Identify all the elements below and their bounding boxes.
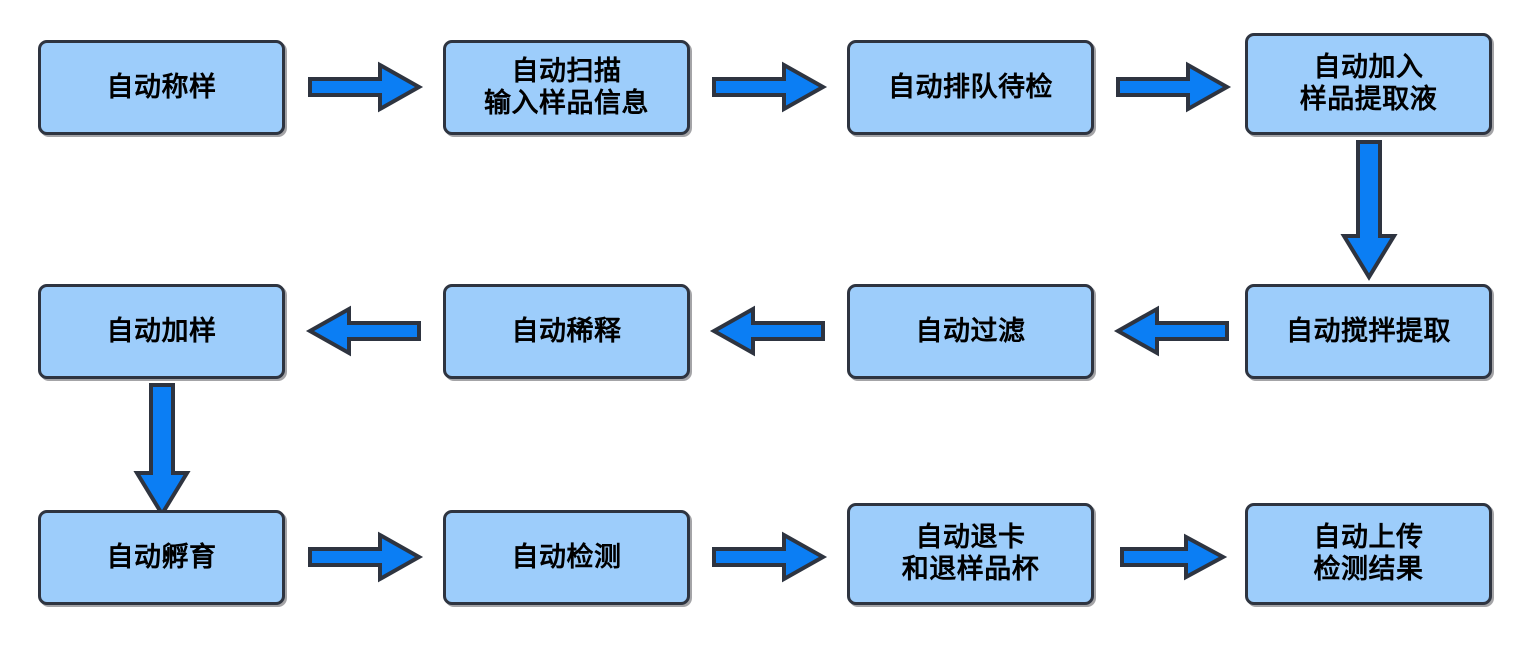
arrow-right-n2-n3 [712,61,828,113]
node-label: 自动上传 检测结果 [1313,522,1424,584]
node-label: 自动称样 [106,71,217,102]
node-label: 自动加样 [106,315,217,346]
node-label: 自动孵育 [106,541,217,572]
arrow-left-n6-n5 [305,305,421,357]
node-auto-incubation[interactable]: 自动孵育 [38,510,285,605]
arrow-left-n7-n6 [709,305,825,357]
node-label: 自动搅拌提取 [1286,315,1451,346]
node-auto-eject-card-and-cup[interactable]: 自动退卡 和退样品杯 [847,503,1094,605]
arrow-left-n8-n7 [1113,305,1229,357]
arrow-right-n1-n2 [308,61,424,113]
node-auto-sample-adding[interactable]: 自动加样 [38,284,285,379]
arrow-right-n10-n11 [712,531,828,583]
node-label: 自动检测 [511,541,622,572]
node-auto-dilution[interactable]: 自动稀释 [443,284,690,379]
arrow-down-n4-n8 [1340,140,1398,281]
node-auto-weighing[interactable]: 自动称样 [38,40,285,135]
arrow-right-n9-n10 [308,531,424,583]
arrow-down-n5-n9 [133,383,191,518]
arrow-right-n11-n12 [1120,533,1228,581]
node-auto-scan-input-sample-info[interactable]: 自动扫描 输入样品信息 [443,40,690,135]
node-auto-add-sample-extract[interactable]: 自动加入 样品提取液 [1245,33,1492,135]
arrow-right-n3-n4 [1116,61,1232,113]
node-label: 自动加入 样品提取液 [1299,52,1438,114]
node-auto-upload-results[interactable]: 自动上传 检测结果 [1245,503,1492,605]
node-auto-stir-extraction[interactable]: 自动搅拌提取 [1245,284,1492,379]
node-label: 自动过滤 [915,315,1026,346]
node-auto-queue-waiting[interactable]: 自动排队待检 [847,40,1094,135]
node-auto-filtration[interactable]: 自动过滤 [847,284,1094,379]
node-label: 自动排队待检 [888,71,1053,102]
node-auto-detection[interactable]: 自动检测 [443,510,690,605]
node-label: 自动扫描 输入样品信息 [484,55,649,118]
node-label: 自动稀释 [511,315,622,346]
node-label: 自动退卡 和退样品杯 [901,522,1040,584]
